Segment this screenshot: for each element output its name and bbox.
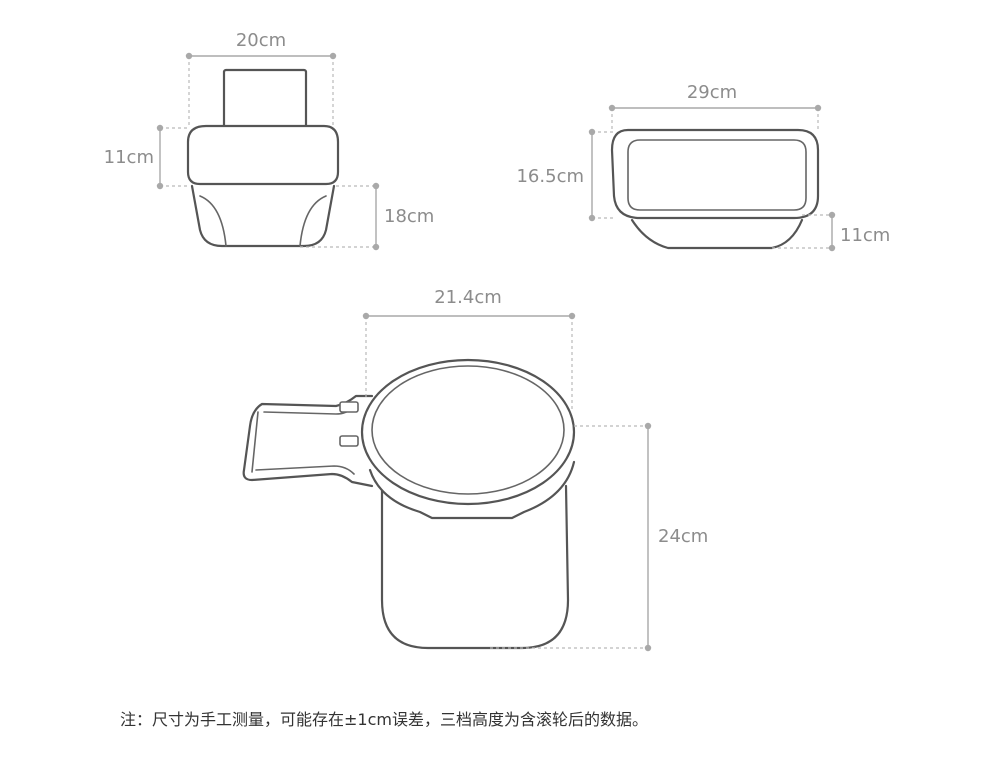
top-height-label: 11cm	[840, 225, 890, 246]
top-width-label: 29cm	[687, 82, 737, 103]
measurement-note: 注：尺寸为手工测量，可能存在±1cm误差，三档高度为含滚轮后的数据。	[120, 710, 648, 729]
top-height-dot-top	[828, 211, 836, 219]
top-view-inner-opening	[627, 139, 807, 211]
front-view-lid-outer	[360, 358, 576, 506]
front-view: 21.4cm 24cm	[242, 287, 708, 652]
front-view-lid-inner	[371, 365, 565, 495]
top-depth-label: 16.5cm	[516, 166, 584, 187]
top-width-dot-left	[608, 104, 616, 112]
top-height-dot-bottom	[828, 244, 836, 252]
front-view-hinge-top	[339, 401, 359, 413]
side-lid-dot-bottom	[156, 182, 164, 190]
side-width-label: 20cm	[236, 30, 286, 51]
top-view-base	[630, 218, 804, 250]
side-body-height-label: 18cm	[384, 206, 434, 227]
front-height-dot-bottom	[644, 644, 652, 652]
front-width-dot-left	[362, 312, 370, 320]
front-view-bin-body	[380, 484, 570, 650]
front-width-dot-right	[568, 312, 576, 320]
top-depth-dot-top	[588, 128, 596, 136]
side-view-clip	[222, 68, 308, 130]
top-view: 29cm 16.5cm 11cm	[516, 82, 890, 252]
top-width-dot-right	[814, 104, 822, 112]
side-view-lid	[186, 124, 340, 186]
side-lid-dot-top	[156, 124, 164, 132]
front-width-label: 21.4cm	[434, 287, 502, 308]
side-lid-height-label: 11cm	[104, 147, 154, 168]
side-body-dot-bottom	[372, 243, 380, 251]
front-height-label: 24cm	[658, 526, 708, 547]
side-view-body-panel	[199, 195, 327, 247]
front-view-hinge-bottom	[339, 435, 359, 447]
side-body-dot-top	[372, 182, 380, 190]
side-view-body	[190, 184, 336, 248]
side-width-dot-right	[329, 52, 337, 60]
side-width-dot-left	[185, 52, 193, 60]
top-view-outer-rim	[610, 128, 820, 220]
top-depth-dot-bottom	[588, 214, 596, 222]
side-view: 20cm 11cm 18cm	[104, 30, 434, 251]
front-height-dot-top	[644, 422, 652, 430]
